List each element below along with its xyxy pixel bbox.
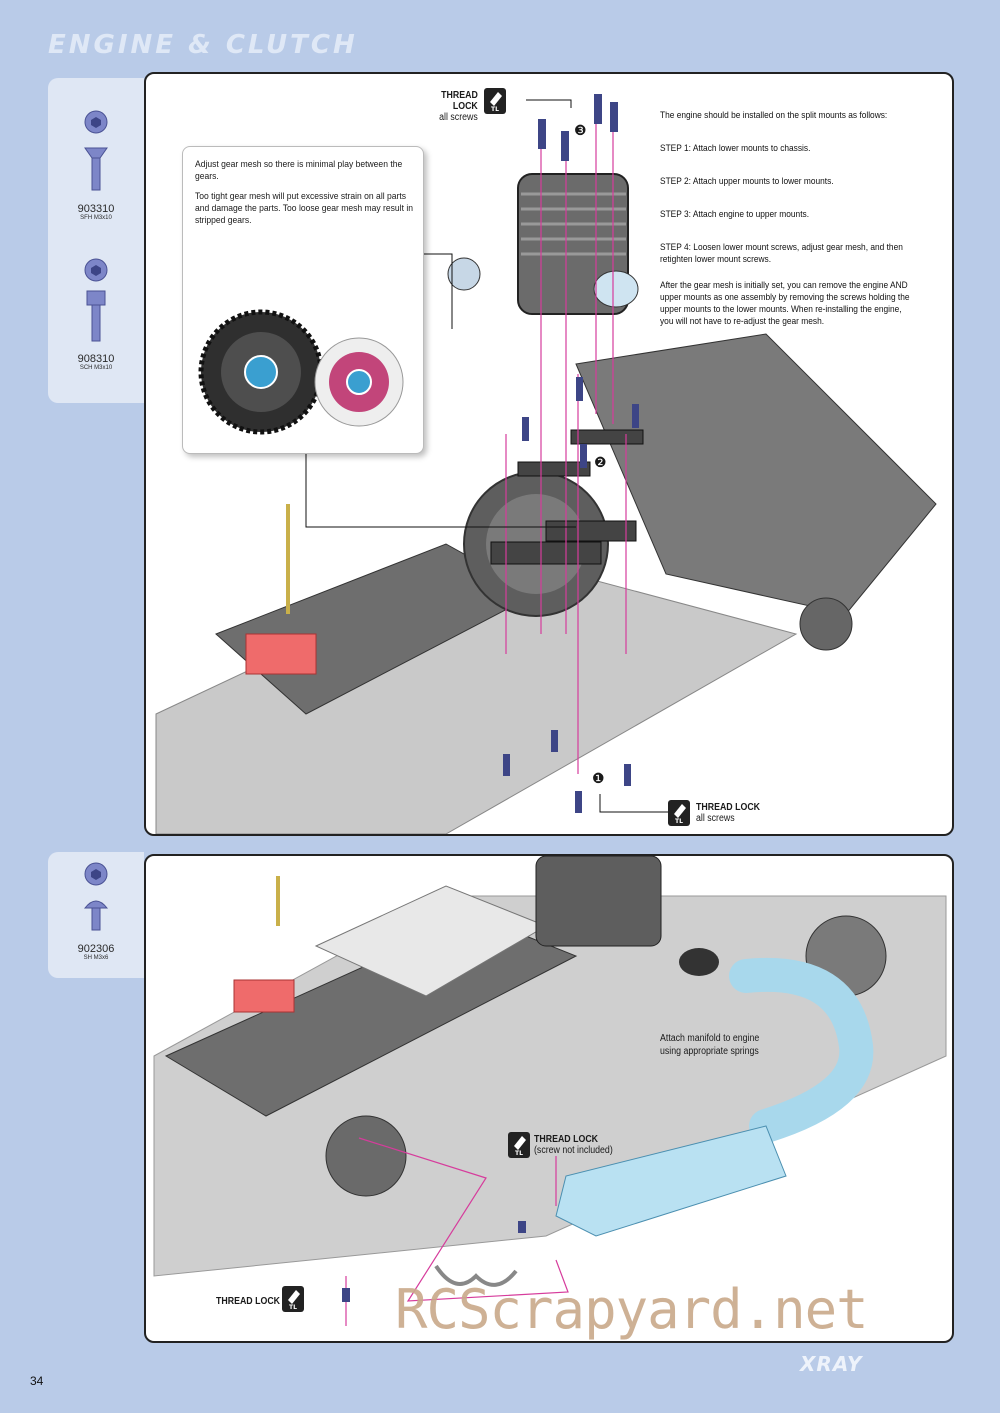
tl-icon-text: TL [491,106,499,113]
cap-head-screw-icon [84,258,108,342]
thread-lock-icon: TL [668,800,690,826]
part-desc: SH M3x6 [83,955,109,961]
gear-mesh-text: Adjust gear mesh so there is minimal pla… [195,159,420,235]
thread-lock-left-label: THREAD LOCK [216,1296,280,1307]
thread-lock-sub: (screw not included) [534,1145,613,1156]
thread-lock-icon: TL [282,1286,304,1312]
part-code: 903310 [77,203,115,215]
thread-lock-title: THREAD LOCK [534,1134,599,1145]
flat-head-screw-icon [84,110,108,191]
engine-mount-illustration [155,94,937,834]
instructions-intro: The engine should be installed on the sp… [660,110,888,121]
instructions-step-3: STEP 3: Attach engine to upper mounts. [660,209,810,220]
thread-lock-icon: TL [508,1132,530,1158]
instructions-step-4: STEP 4: Loosen lower mount screws, adjus… [660,242,903,265]
gear-mesh-illustration [198,309,404,435]
instructions-step-1: STEP 1: Attach lower mounts to chassis. [660,143,811,154]
tl-icon-text: TL [675,818,683,825]
part-902306: 902306 SH M3x6 [48,860,144,962]
part-code: 908310 [77,353,115,365]
button-head-screw-icon [83,862,109,931]
thread-lock-title: THREAD LOCK [696,802,761,813]
thread-lock-sub: all screws [439,112,478,123]
thread-lock-mid-label: THREAD LOCK (screw not included) [534,1134,613,1156]
engine-mount-panel: ❸ ❷ ❶ Adjust gear mesh so there is minim… [144,72,954,836]
step-marker-2: ❷ [594,454,607,470]
gear-mesh-callout: Adjust gear mesh so there is minimal pla… [182,146,424,454]
gear-mesh-para-2: Too tight gear mesh will put excessive s… [195,191,413,226]
thread-lock-icon: TL [484,88,506,114]
thread-lock-top-label: THREAD LOCK all screws [416,90,478,123]
page-title: ENGINE & CLUTCH [48,30,358,60]
step-marker-1: ❶ [592,770,605,786]
thread-lock-sub: all screws [696,813,735,824]
exhaust-panel: Attach manifold to engine using appropri… [144,854,954,1343]
step-marker-3: ❸ [574,122,587,138]
manifold-note: Attach manifold to engine using appropri… [660,1033,760,1057]
watermark: RCScrapyard.net [395,1278,869,1341]
gear-mesh-para-1: Adjust gear mesh so there is minimal pla… [195,159,403,182]
part-code: 902306 [77,943,115,955]
part-903310: 903310 SFH M3x10 [48,108,144,222]
thread-lock-title: THREAD LOCK [441,90,478,112]
exhaust-illustration [153,856,947,1326]
part-desc: SCH M3x10 [79,365,113,371]
thread-lock-bottom-label: THREAD LOCK all screws [696,802,760,824]
tl-icon-text: TL [289,1304,297,1311]
page-number: 34 [30,1374,44,1388]
part-908310: 908310 SCH M3x10 [48,258,144,372]
instructions-step-2: STEP 2: Attach upper mounts to lower mou… [660,176,834,187]
tl-icon-text: TL [515,1150,523,1157]
parts-tab-bottom: 902306 SH M3x6 [48,852,144,978]
thread-lock-title: THREAD LOCK [216,1296,281,1307]
parts-tab-top: 903310 SFH M3x10 908310 SCH M3x10 [48,78,144,403]
engine-install-instructions: The engine should be installed on the sp… [660,110,915,336]
brand-logo: XRAY [800,1352,863,1376]
part-desc: SFH M3x10 [80,215,112,221]
instructions-after: After the gear mesh is initially set, yo… [660,280,910,327]
